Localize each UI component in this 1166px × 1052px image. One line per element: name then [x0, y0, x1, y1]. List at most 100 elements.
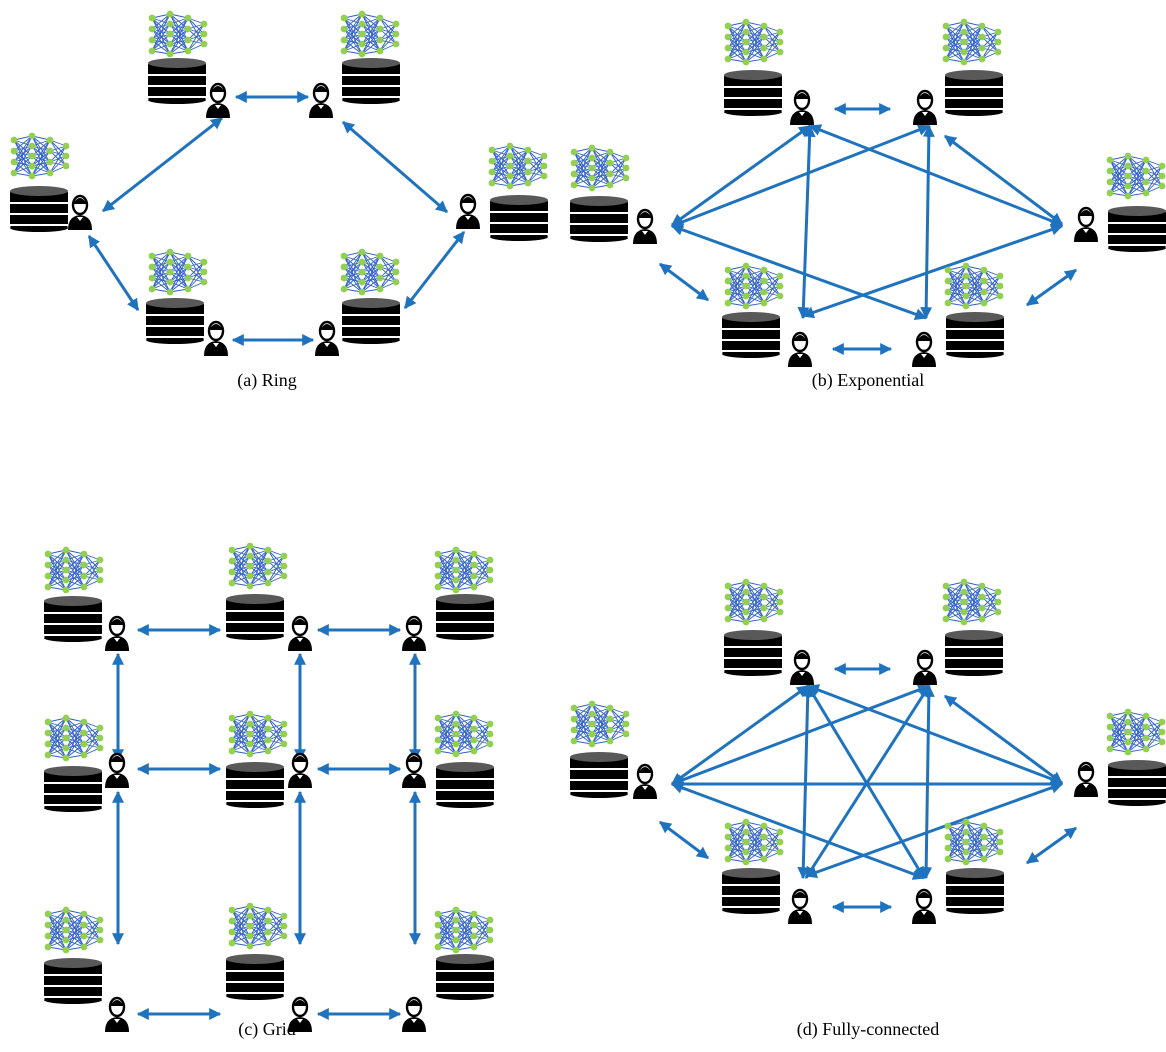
neural-network-icon — [44, 714, 104, 762]
database-icon — [570, 196, 628, 242]
database-icon — [226, 954, 284, 1000]
database-icon — [44, 596, 102, 642]
node-fully-connected-n4 — [912, 818, 1004, 924]
node-grid-r2c3 — [402, 710, 494, 808]
caption-exponential: (b) Exponential — [811, 370, 925, 390]
database-icon — [945, 70, 1003, 116]
user-icon — [105, 752, 129, 788]
neural-network-icon — [340, 10, 400, 58]
edge-exponential-n2-n6 — [670, 124, 931, 228]
database-icon — [945, 630, 1003, 676]
node-exponential-n5 — [722, 262, 812, 367]
user-icon — [288, 615, 312, 651]
neural-network-icon — [44, 546, 104, 594]
user-icon — [288, 752, 312, 788]
node-exponential-n4 — [912, 262, 1004, 367]
user-icon — [402, 996, 426, 1032]
node-ring-n3 — [456, 142, 548, 241]
database-icon — [946, 868, 1004, 914]
node-grid-r2c2 — [226, 710, 312, 808]
neural-network-icon — [488, 142, 548, 190]
neural-network-icon — [340, 248, 400, 296]
database-icon — [724, 70, 782, 116]
node-exponential-n6 — [570, 144, 657, 244]
node-exponential-n3 — [1074, 152, 1166, 252]
user-icon — [790, 89, 814, 125]
database-icon — [1108, 206, 1166, 252]
database-icon — [722, 868, 780, 914]
neural-network-icon — [10, 132, 70, 180]
user-icon — [633, 763, 657, 799]
neural-network-icon — [1106, 152, 1166, 200]
caption-fully-connected: (d) Fully-connected — [796, 1019, 940, 1039]
neural-network-icon — [228, 902, 288, 950]
edge-fully-connected-n1-n5 — [797, 684, 814, 880]
database-icon — [44, 766, 102, 812]
user-icon — [204, 320, 228, 356]
neural-network-icon — [148, 10, 208, 58]
database-icon — [1108, 760, 1166, 806]
user-icon — [1074, 761, 1098, 797]
edge-exponential-n1-n3 — [808, 124, 1064, 227]
database-icon — [226, 762, 284, 808]
edge-fully-connected-n1-n6 — [671, 684, 809, 786]
edge-fully-connected-n2-n6 — [670, 684, 931, 786]
node-exponential-n1 — [724, 18, 814, 125]
edge-exponential-n3-n4 — [1026, 268, 1077, 307]
database-icon — [226, 594, 284, 640]
neural-network-icon — [942, 18, 1002, 66]
node-fully-connected-n5 — [722, 818, 812, 924]
database-icon — [436, 594, 494, 640]
user-icon — [68, 194, 92, 230]
node-ring-n6 — [10, 132, 92, 232]
edge-fully-connected-n4-n6 — [670, 782, 926, 880]
user-icon — [788, 888, 812, 924]
edge-fully-connected-n3-n4 — [1026, 826, 1077, 865]
node-grid-r1c3 — [402, 546, 494, 651]
user-icon — [633, 208, 657, 244]
node-fully-connected-n1 — [724, 578, 814, 685]
node-grid-r3c2 — [226, 902, 312, 1032]
database-icon — [342, 298, 400, 344]
edge-fully-connected-n5-n6 — [659, 820, 709, 860]
neural-network-icon — [44, 906, 104, 954]
user-icon — [913, 89, 937, 125]
edge-ring-n2-n3 — [342, 120, 448, 214]
user-icon — [402, 615, 426, 651]
database-icon — [946, 312, 1004, 358]
node-grid-r2c1 — [44, 714, 129, 812]
user-icon — [788, 331, 812, 367]
neural-network-icon — [148, 248, 208, 296]
user-icon — [1074, 206, 1098, 242]
edge-exponential-n2-n3 — [944, 134, 1063, 226]
database-icon — [148, 58, 206, 104]
database-icon — [724, 630, 782, 676]
user-icon — [105, 615, 129, 651]
user-icon — [105, 996, 129, 1032]
user-icon — [790, 649, 814, 685]
neural-network-icon — [434, 710, 494, 758]
node-fully-connected-n3 — [1074, 708, 1166, 806]
node-ring-n1 — [148, 10, 230, 118]
user-icon — [309, 82, 333, 118]
node-fully-connected-n2 — [913, 578, 1003, 685]
edge-fully-connected-n2-n3 — [944, 694, 1063, 785]
edge-fully-connected-n1-n3 — [806, 684, 1064, 785]
neural-network-icon — [570, 144, 630, 192]
edge-ring-n3-n4 — [403, 231, 466, 309]
user-icon — [912, 331, 936, 367]
user-icon — [913, 649, 937, 685]
database-icon — [490, 195, 548, 241]
edge-exponential-n4-n6 — [670, 224, 928, 320]
edge-fully-connected-n3-n5 — [804, 782, 1064, 878]
user-icon — [288, 996, 312, 1032]
edge-exponential-n2-n4 — [920, 124, 935, 320]
edge-exponential-n3-n5 — [801, 223, 1064, 319]
edge-fully-connected-n2-n4 — [920, 684, 935, 880]
database-icon — [44, 958, 102, 1004]
neural-network-icon — [724, 818, 784, 866]
neural-network-icon — [944, 818, 1004, 866]
caption-ring: (a) Ring — [237, 370, 297, 390]
user-icon — [402, 752, 426, 788]
